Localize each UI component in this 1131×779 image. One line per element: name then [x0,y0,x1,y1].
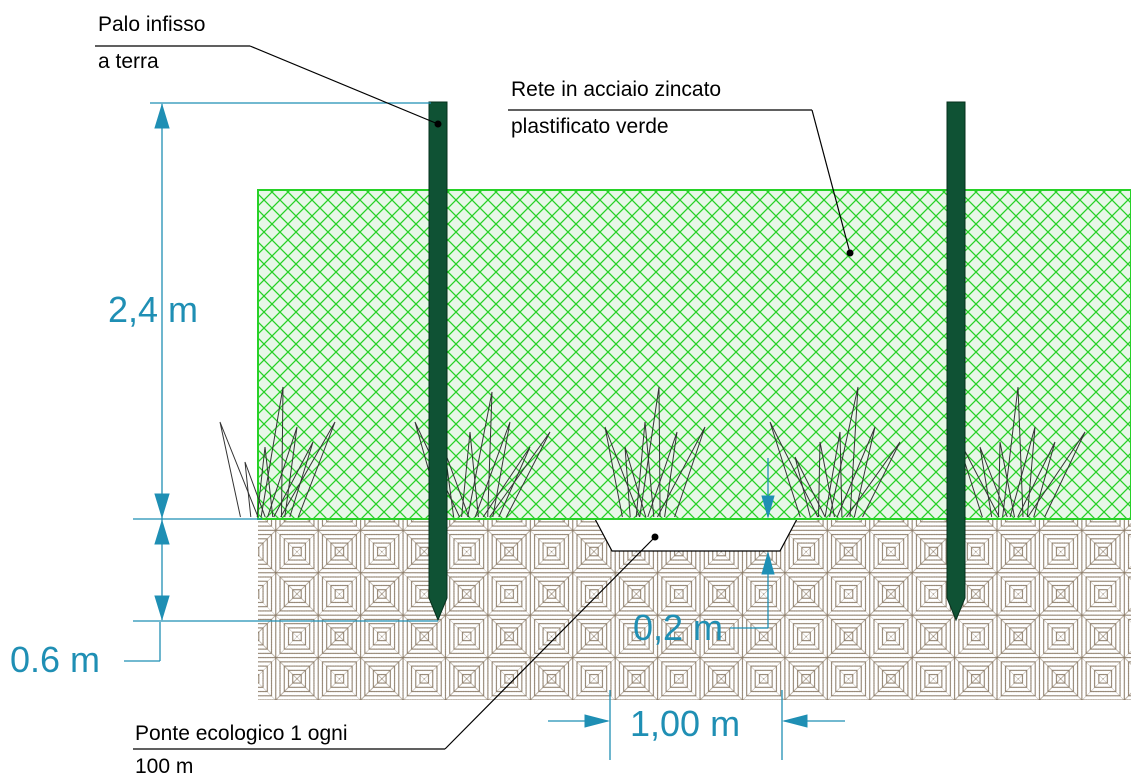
leader-lines [95,45,854,750]
dimension-depth-below: 0.6 m [10,639,100,680]
grass-blade [1002,386,1024,518]
grass-blade [836,426,876,518]
grass-blade [267,426,298,518]
grass-blade [639,386,661,518]
grass-blade [829,386,859,518]
grass-blade [256,446,274,518]
mesh-label-line1: Rete in acciaio zincato [511,78,721,101]
grass-blade [273,441,314,518]
grass-blades [219,386,1086,518]
dimension-channel-width: 1,00 m [630,703,740,744]
grass-blade [482,446,531,518]
grass-blade [656,426,706,518]
post-label-line2: a terra [98,50,159,73]
grass-blade [474,421,511,518]
grass-blade [1009,426,1036,518]
fence-post-right [946,101,966,622]
grass-blade [824,431,843,518]
grass-blade [998,441,1015,518]
dimension-channel-depth: 0,2 m [633,607,723,648]
grass-blade [244,461,266,518]
mesh-label-line2: plastificato verde [511,115,669,138]
grass-blade [624,446,647,518]
grass-blade [219,421,259,518]
post-label-line1: Palo infisso [98,13,205,36]
grass-blade [280,421,336,518]
grass-blade [467,391,493,518]
dimension-lines [124,102,845,760]
fence-post-left [428,101,448,622]
grass-blade [489,431,551,518]
bridge-label-line1: Ponte ecologico 1 ogni [135,722,348,745]
grass-blade [461,431,479,518]
grass-blade [1027,431,1086,518]
grass-blade [794,456,826,518]
grass-blade [635,421,655,518]
fence-mesh [257,189,1131,520]
grass-blade [1017,441,1056,518]
grass-blade [647,431,678,518]
ecological-bridge-channel [594,518,798,552]
bridge-label-line2: 100 m [135,755,193,778]
dimension-height-above: 2,4 m [108,289,198,330]
grass-blade [979,446,1008,518]
grass-blade [846,441,901,518]
